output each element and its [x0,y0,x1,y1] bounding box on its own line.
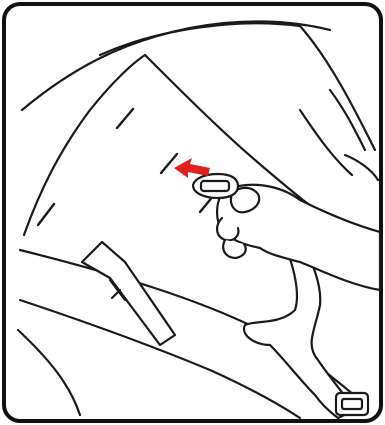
buckle-tongue-slot [201,181,229,191]
buckle-slot [342,399,362,409]
